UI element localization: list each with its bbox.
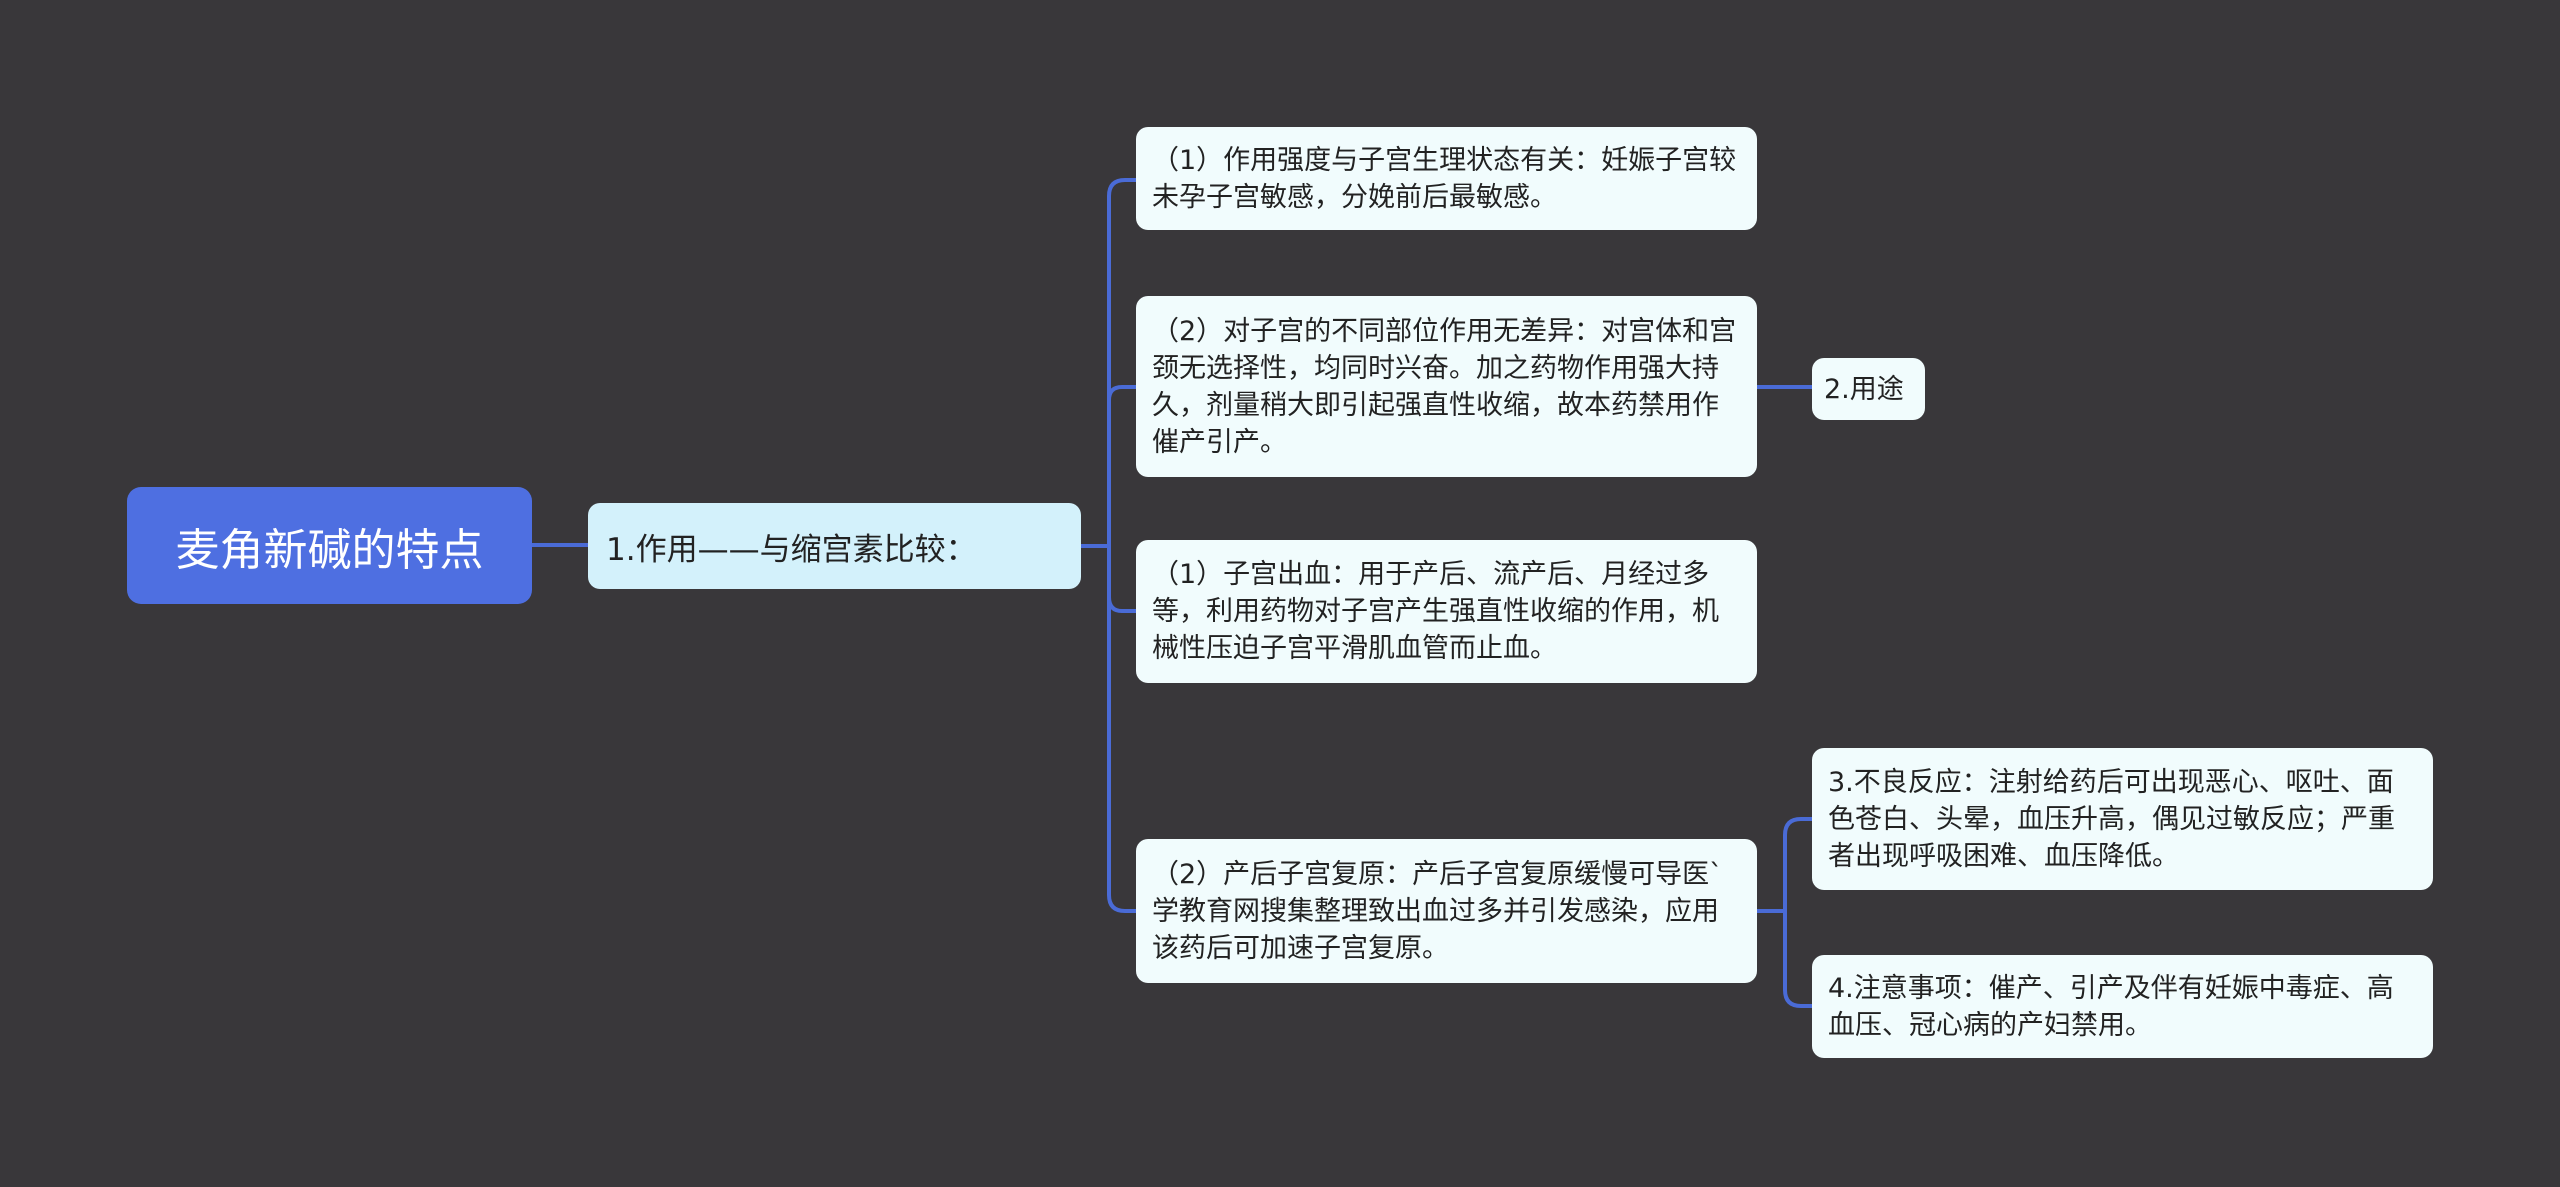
leaf-node-1[interactable]: （1）作用强度与子宫生理状态有关：妊娠子宫较未孕子宫敏感，分娩前后最敏感。 <box>1136 127 1757 230</box>
branch-node-action[interactable]: 1.作用——与缩宫素比较： <box>588 503 1081 589</box>
leaf-node-4[interactable]: （2）产后子宫复原：产后子宫复原缓慢可导医`学教育网搜集整理致出血过多并引发感染… <box>1136 839 1757 983</box>
link-leaf4-children <box>1757 817 1812 1008</box>
link-branch-leaf4 <box>1107 546 1136 913</box>
leaf-text: （2）对子宫的不同部位作用无差异：对宫体和宫颈无选择性，均同时兴奋。加之药物作用… <box>1152 315 1737 458</box>
link-branch-leaf3 <box>1107 546 1136 613</box>
leaf-node-3[interactable]: （1）子宫出血：用于产后、流产后、月经过多等，利用药物对子宫产生强直性收缩的作用… <box>1136 540 1757 683</box>
child-node-precautions[interactable]: 4.注意事项：催产、引产及伴有妊娠中毒症、高血压、冠心病的产妇禁用。 <box>1812 955 2433 1058</box>
link-branch-leaf2 <box>1107 385 1136 401</box>
branch-label: 1.作用——与缩宫素比较： <box>606 531 977 568</box>
link-branch-leaf1 <box>1081 178 1136 548</box>
child-text: 4.注意事项：催产、引产及伴有妊娠中毒症、高血压、冠心病的产妇禁用。 <box>1828 972 2394 1041</box>
child-text: 3.不良反应：注射给药后可出现恶心、呕吐、面色苍白、头晕，血压升高，偶见过敏反应… <box>1828 766 2395 872</box>
leaf-text: （1）子宫出血：用于产后、流产后、月经过多等，利用药物对子宫产生强直性收缩的作用… <box>1152 559 1719 664</box>
child-text: 2.用途 <box>1824 373 1904 405</box>
child-node-adverse-reactions[interactable]: 3.不良反应：注射给药后可出现恶心、呕吐、面色苍白、头晕，血压升高，偶见过敏反应… <box>1812 748 2433 890</box>
leaf-node-2[interactable]: （2）对子宫的不同部位作用无差异：对宫体和宫颈无选择性，均同时兴奋。加之药物作用… <box>1136 296 1757 477</box>
root-node[interactable]: 麦角新碱的特点 <box>127 487 532 604</box>
leaf-text: （2）产后子宫复原：产后子宫复原缓慢可导医`学教育网搜集整理致出血过多并引发感染… <box>1152 858 1723 964</box>
root-label: 麦角新碱的特点 <box>175 524 484 576</box>
leaf-text: （1）作用强度与子宫生理状态有关：妊娠子宫较未孕子宫敏感，分娩前后最敏感。 <box>1152 144 1737 213</box>
child-node-usage[interactable]: 2.用途 <box>1812 358 1925 420</box>
